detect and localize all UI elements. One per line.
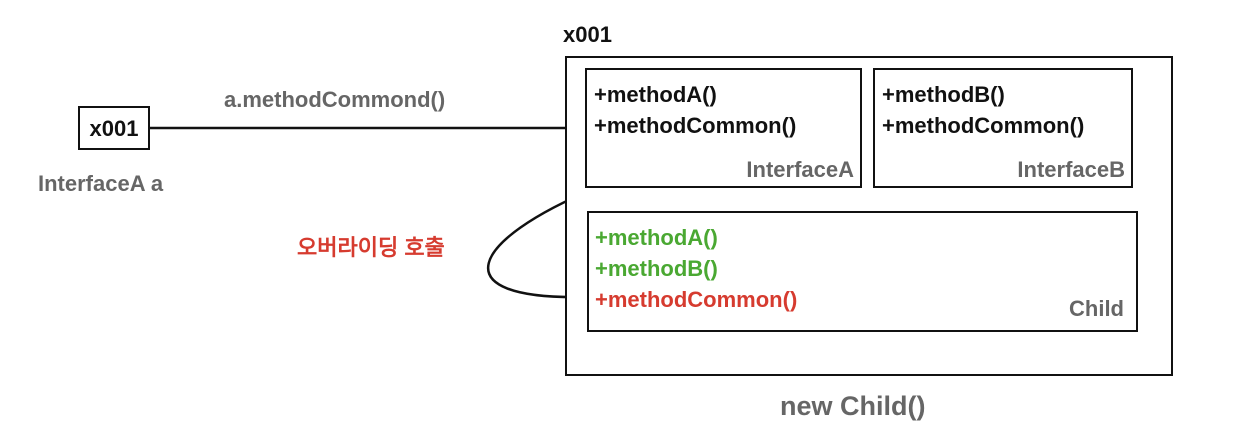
interface-b-method-common: +methodCommon()	[882, 113, 1085, 138]
override-call-label: 오버라이딩 호출	[297, 235, 445, 260]
interface-a-method-a: +methodA()	[594, 82, 717, 107]
instance-creation-label: new Child()	[780, 391, 926, 421]
child-class-name: Child	[1069, 296, 1124, 321]
override-call-arrow	[486, 186, 597, 297]
child-method-a: +methodA()	[595, 225, 718, 250]
child-class-box: +methodA() +methodB() +methodCommon() Ch…	[587, 211, 1138, 332]
method-call-label: a.methodCommond()	[224, 87, 446, 112]
variable-declaration: InterfaceA a	[38, 171, 164, 196]
interface-a-method-common: +methodCommon()	[594, 113, 797, 138]
interface-b-method-b: +methodB()	[882, 82, 1005, 107]
interface-a-name: InterfaceA	[746, 157, 854, 182]
interface-b-name: InterfaceB	[1017, 157, 1125, 182]
child-method-b: +methodB()	[595, 256, 718, 281]
child-method-common: +methodCommon()	[595, 287, 798, 312]
instance-address: x001	[563, 22, 612, 47]
reference-variable-box: x001	[78, 106, 150, 150]
interface-b-box: +methodB() +methodCommon() InterfaceB	[873, 68, 1133, 188]
interface-a-box: +methodA() +methodCommon() InterfaceA	[585, 68, 862, 188]
reference-value: x001	[89, 116, 139, 141]
